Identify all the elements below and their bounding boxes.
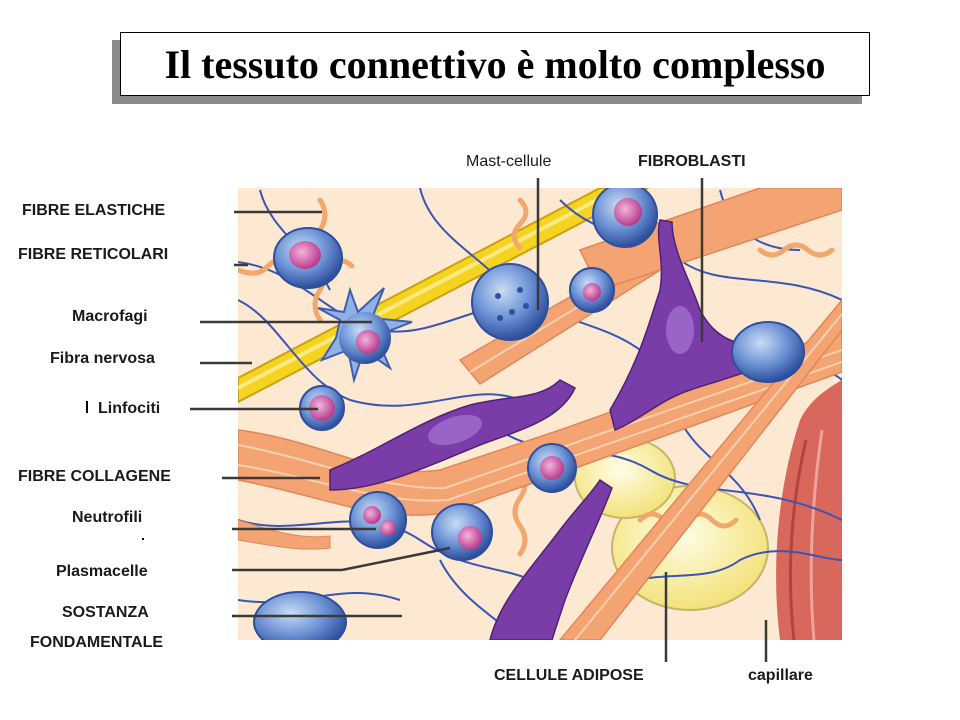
label-neutrofili: Neutrofili — [72, 509, 143, 526]
label-macrofagi: Macrofagi — [72, 308, 148, 325]
label-sostanza: SOSTANZA — [62, 604, 149, 621]
macrophage — [317, 286, 413, 384]
stray-dot — [142, 538, 144, 540]
cell — [731, 321, 805, 383]
label-fondamentale: FONDAMENTALE — [30, 634, 164, 651]
label-capillare: capillare — [748, 667, 813, 684]
label-cellule-adipose: CELLULE ADIPOSE — [494, 667, 644, 684]
label-fibre-collagene: FIBRE COLLAGENE — [18, 468, 171, 485]
capillary — [776, 380, 842, 640]
label-fibre-elastiche: FIBRE ELASTICHE — [22, 202, 166, 219]
label-linfociti: Linfociti — [98, 400, 161, 417]
label-plasmacelle: Plasmacelle — [56, 563, 148, 580]
cell — [253, 591, 347, 640]
fibroblast — [489, 478, 613, 640]
label-fibroblasti: FIBROBLASTI — [638, 153, 746, 170]
tissue-panel — [238, 188, 842, 640]
stray-mark — [86, 401, 88, 413]
page-title: Il tessuto connettivo è molto complesso — [164, 41, 826, 87]
title-box: Il tessuto connettivo è molto complesso — [120, 32, 870, 96]
label-fibra-nervosa: Fibra nervosa — [50, 350, 155, 367]
mast-cell — [471, 263, 549, 341]
label-fibre-reticolari: FIBRE RETICOLARI — [18, 246, 169, 263]
leader-plasmacelle — [232, 546, 451, 572]
leader-lines — [190, 178, 768, 662]
label-mast-cellule: Mast-cellule — [466, 153, 552, 170]
